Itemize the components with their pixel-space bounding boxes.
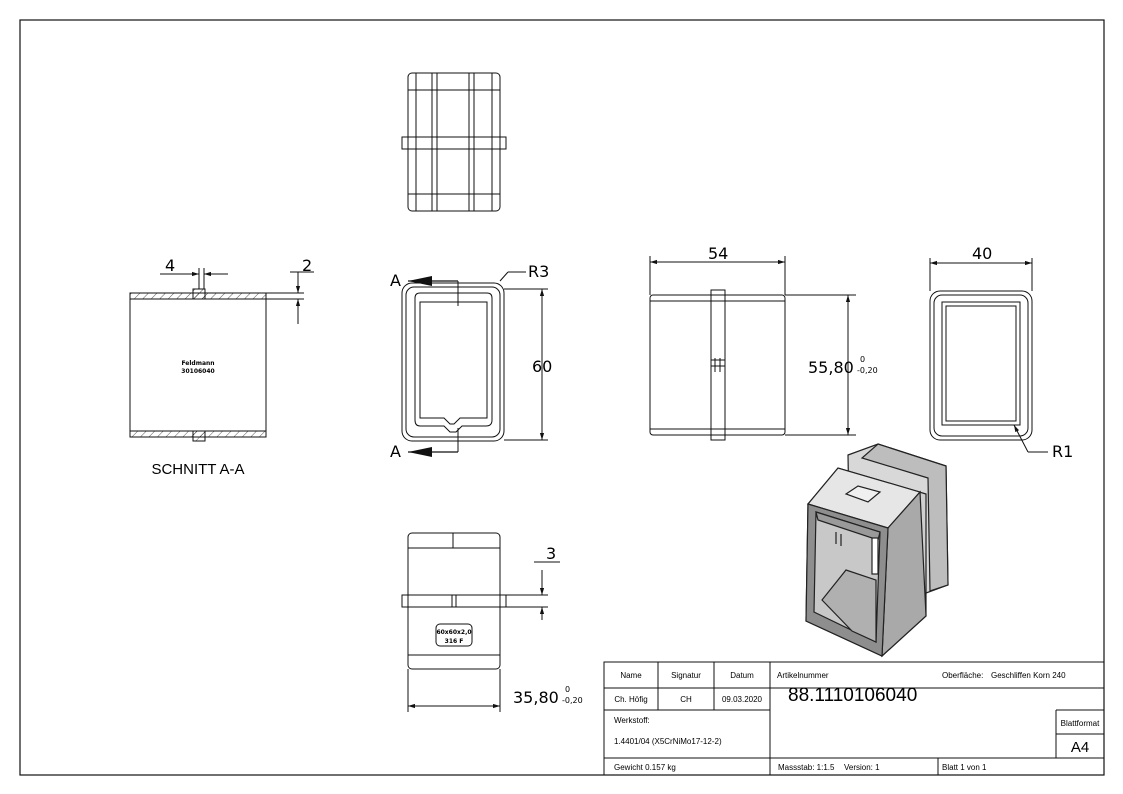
stamp-line2: 30106040 <box>181 368 214 375</box>
tb-signatur-header: Signatur <box>671 671 701 680</box>
section-view <box>129 268 314 442</box>
tb-signatur: CH <box>680 695 692 704</box>
tb-werkstoff: 1.4401/04 (X5CrNiMo17-12-2) <box>614 737 722 746</box>
title-block <box>603 661 1105 776</box>
dim-35-80: 35,80 <box>513 688 559 707</box>
dim-40: 40 <box>972 244 992 263</box>
part-label-line1: 60x60x2,0 <box>436 629 471 636</box>
tb-artikel: 88.1110106040 <box>788 685 917 706</box>
dim-2: 2 <box>302 256 312 275</box>
dim-60: 60 <box>532 357 552 376</box>
stamp-line1: Feldmann <box>181 360 214 367</box>
tb-artikel-label: Artikelnummer <box>777 671 829 680</box>
dim-4: 4 <box>165 256 175 275</box>
end-view <box>929 258 1048 453</box>
tb-datum-header: Datum <box>730 671 754 680</box>
dim-55-80-lower: -0,20 <box>857 366 878 375</box>
tb-oberflaeche-label: Oberfläche: <box>942 671 983 680</box>
tb-oberflaeche: Geschliffen Korn 240 <box>991 671 1066 680</box>
bottom-view <box>401 532 560 712</box>
isometric-view <box>805 443 949 658</box>
tb-blattformat: A4 <box>1071 739 1089 756</box>
dim-55-80: 55,80 <box>808 358 854 377</box>
tb-werkstoff-label: Werkstoff: <box>614 716 650 725</box>
dim-r1: R1 <box>1052 442 1073 461</box>
section-title: SCHNITT A-A <box>151 461 244 478</box>
tb-massstab: Massstab: 1:1.5 <box>778 763 835 772</box>
dim-35-80-lower: -0,20 <box>562 696 583 705</box>
part-label-line2: 316 F <box>445 638 464 645</box>
tb-blatt: Blatt 1 von 1 <box>942 763 987 772</box>
dim-54: 54 <box>708 244 728 263</box>
dim-3: 3 <box>546 544 556 563</box>
section-mark-top: A <box>390 271 401 290</box>
section-mark-bottom: A <box>390 442 401 461</box>
tb-blattformat-label: Blattformat <box>1061 719 1100 728</box>
top-view <box>401 72 507 212</box>
tb-version: Version: 1 <box>844 763 880 772</box>
front-view <box>401 271 548 453</box>
tb-name-header: Name <box>620 671 642 680</box>
tb-datum: 09.03.2020 <box>722 695 763 704</box>
tb-name: Ch. Höfig <box>614 695 647 704</box>
drawing-frame <box>19 19 1105 776</box>
dim-r3: R3 <box>528 262 549 281</box>
side-view <box>649 256 856 441</box>
tb-gewicht: Gewicht 0.157 kg <box>614 763 676 772</box>
dim-55-80-upper: 0 <box>860 355 865 364</box>
dim-35-80-upper: 0 <box>565 685 570 694</box>
